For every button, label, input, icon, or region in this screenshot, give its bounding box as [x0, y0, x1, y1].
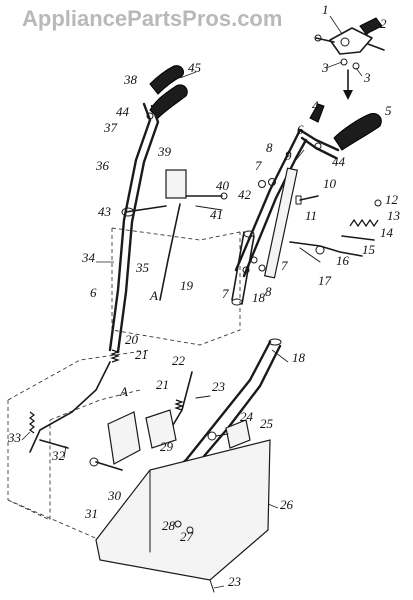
callout-c10: 10	[323, 176, 337, 191]
callout-c25: 25	[260, 416, 274, 431]
callout-c41: 41	[210, 207, 223, 222]
reference-letter-lb: A	[119, 384, 128, 399]
callout-c37: 37	[103, 120, 118, 135]
callout-c21a: 21	[135, 347, 148, 362]
callout-c13: 13	[387, 208, 401, 223]
callout-c19: 19	[180, 278, 194, 293]
callout-c18b: 18	[292, 350, 306, 365]
callout-c29: 29	[160, 439, 174, 454]
callout-c6a: 6	[297, 122, 304, 137]
bolt-10	[295, 195, 319, 205]
right-control-rod	[231, 167, 299, 306]
callout-c39: 39	[157, 144, 172, 159]
reference-letters: AA	[119, 288, 158, 399]
callout-c38: 38	[123, 72, 138, 87]
callout-c20: 20	[125, 332, 139, 347]
callout-c9: 9	[285, 148, 292, 163]
base-plate-26	[95, 439, 271, 593]
callout-c17: 17	[318, 273, 332, 288]
callout-c43: 43	[98, 204, 112, 219]
watermark-text: AppliancePartsPros.com	[22, 6, 282, 31]
callout-c27: 27	[180, 529, 194, 544]
callout-c14: 14	[380, 225, 394, 240]
callout-c24: 24	[240, 409, 254, 424]
callout-c7c: 7	[222, 286, 229, 301]
bracket-24-25	[207, 419, 251, 449]
center-lower-linkage	[89, 371, 211, 471]
top-bracket-assembly	[314, 17, 385, 100]
leader-lines	[21, 15, 375, 589]
callout-c31: 31	[84, 506, 98, 521]
callout-c30: 30	[107, 488, 122, 503]
callout-c3a: 3	[321, 60, 329, 75]
callout-c8b: 8	[265, 284, 272, 299]
callout-c42: 42	[238, 187, 252, 202]
callout-c36: 36	[95, 158, 110, 173]
callout-c15: 15	[362, 242, 376, 257]
callout-c21b: 21	[156, 377, 169, 392]
washers-right	[242, 178, 276, 274]
callout-c12: 12	[385, 192, 399, 207]
callout-c44a: 44	[332, 154, 346, 169]
callout-c40: 40	[216, 178, 230, 193]
center-link-mechanism	[121, 169, 228, 301]
callout-c8a: 8	[266, 140, 273, 155]
callout-c5: 5	[385, 103, 392, 118]
callout-c2: 2	[380, 16, 387, 31]
callout-c4: 4	[312, 98, 319, 113]
callout-c23a: 23	[212, 379, 226, 394]
callout-c32: 32	[51, 448, 66, 463]
callout-c1: 1	[322, 2, 329, 17]
reference-letter-la: A	[149, 288, 158, 303]
callout-c22: 22	[172, 353, 186, 368]
left-lower-linkage	[29, 349, 120, 453]
spring-assembly-right	[289, 199, 382, 263]
callout-c44b: 44	[116, 104, 130, 119]
callout-c35: 35	[135, 260, 150, 275]
callout-c23b: 23	[228, 574, 242, 589]
callout-c33: 33	[7, 430, 22, 445]
callout-c18a: 18	[252, 290, 266, 305]
left-handle-assembly	[108, 65, 188, 354]
callout-c28: 28	[162, 518, 176, 533]
callout-c34: 34	[81, 250, 96, 265]
callout-c7b: 7	[281, 258, 288, 273]
callout-c3b: 3	[363, 70, 371, 85]
callout-c7a: 7	[255, 158, 262, 173]
callout-c11: 11	[305, 208, 317, 223]
callout-c45: 45	[188, 60, 202, 75]
callout-c26: 26	[280, 497, 294, 512]
callout-c16: 16	[336, 253, 350, 268]
right-handle-assembly	[234, 103, 382, 278]
callout-c6b: 6	[90, 285, 97, 300]
